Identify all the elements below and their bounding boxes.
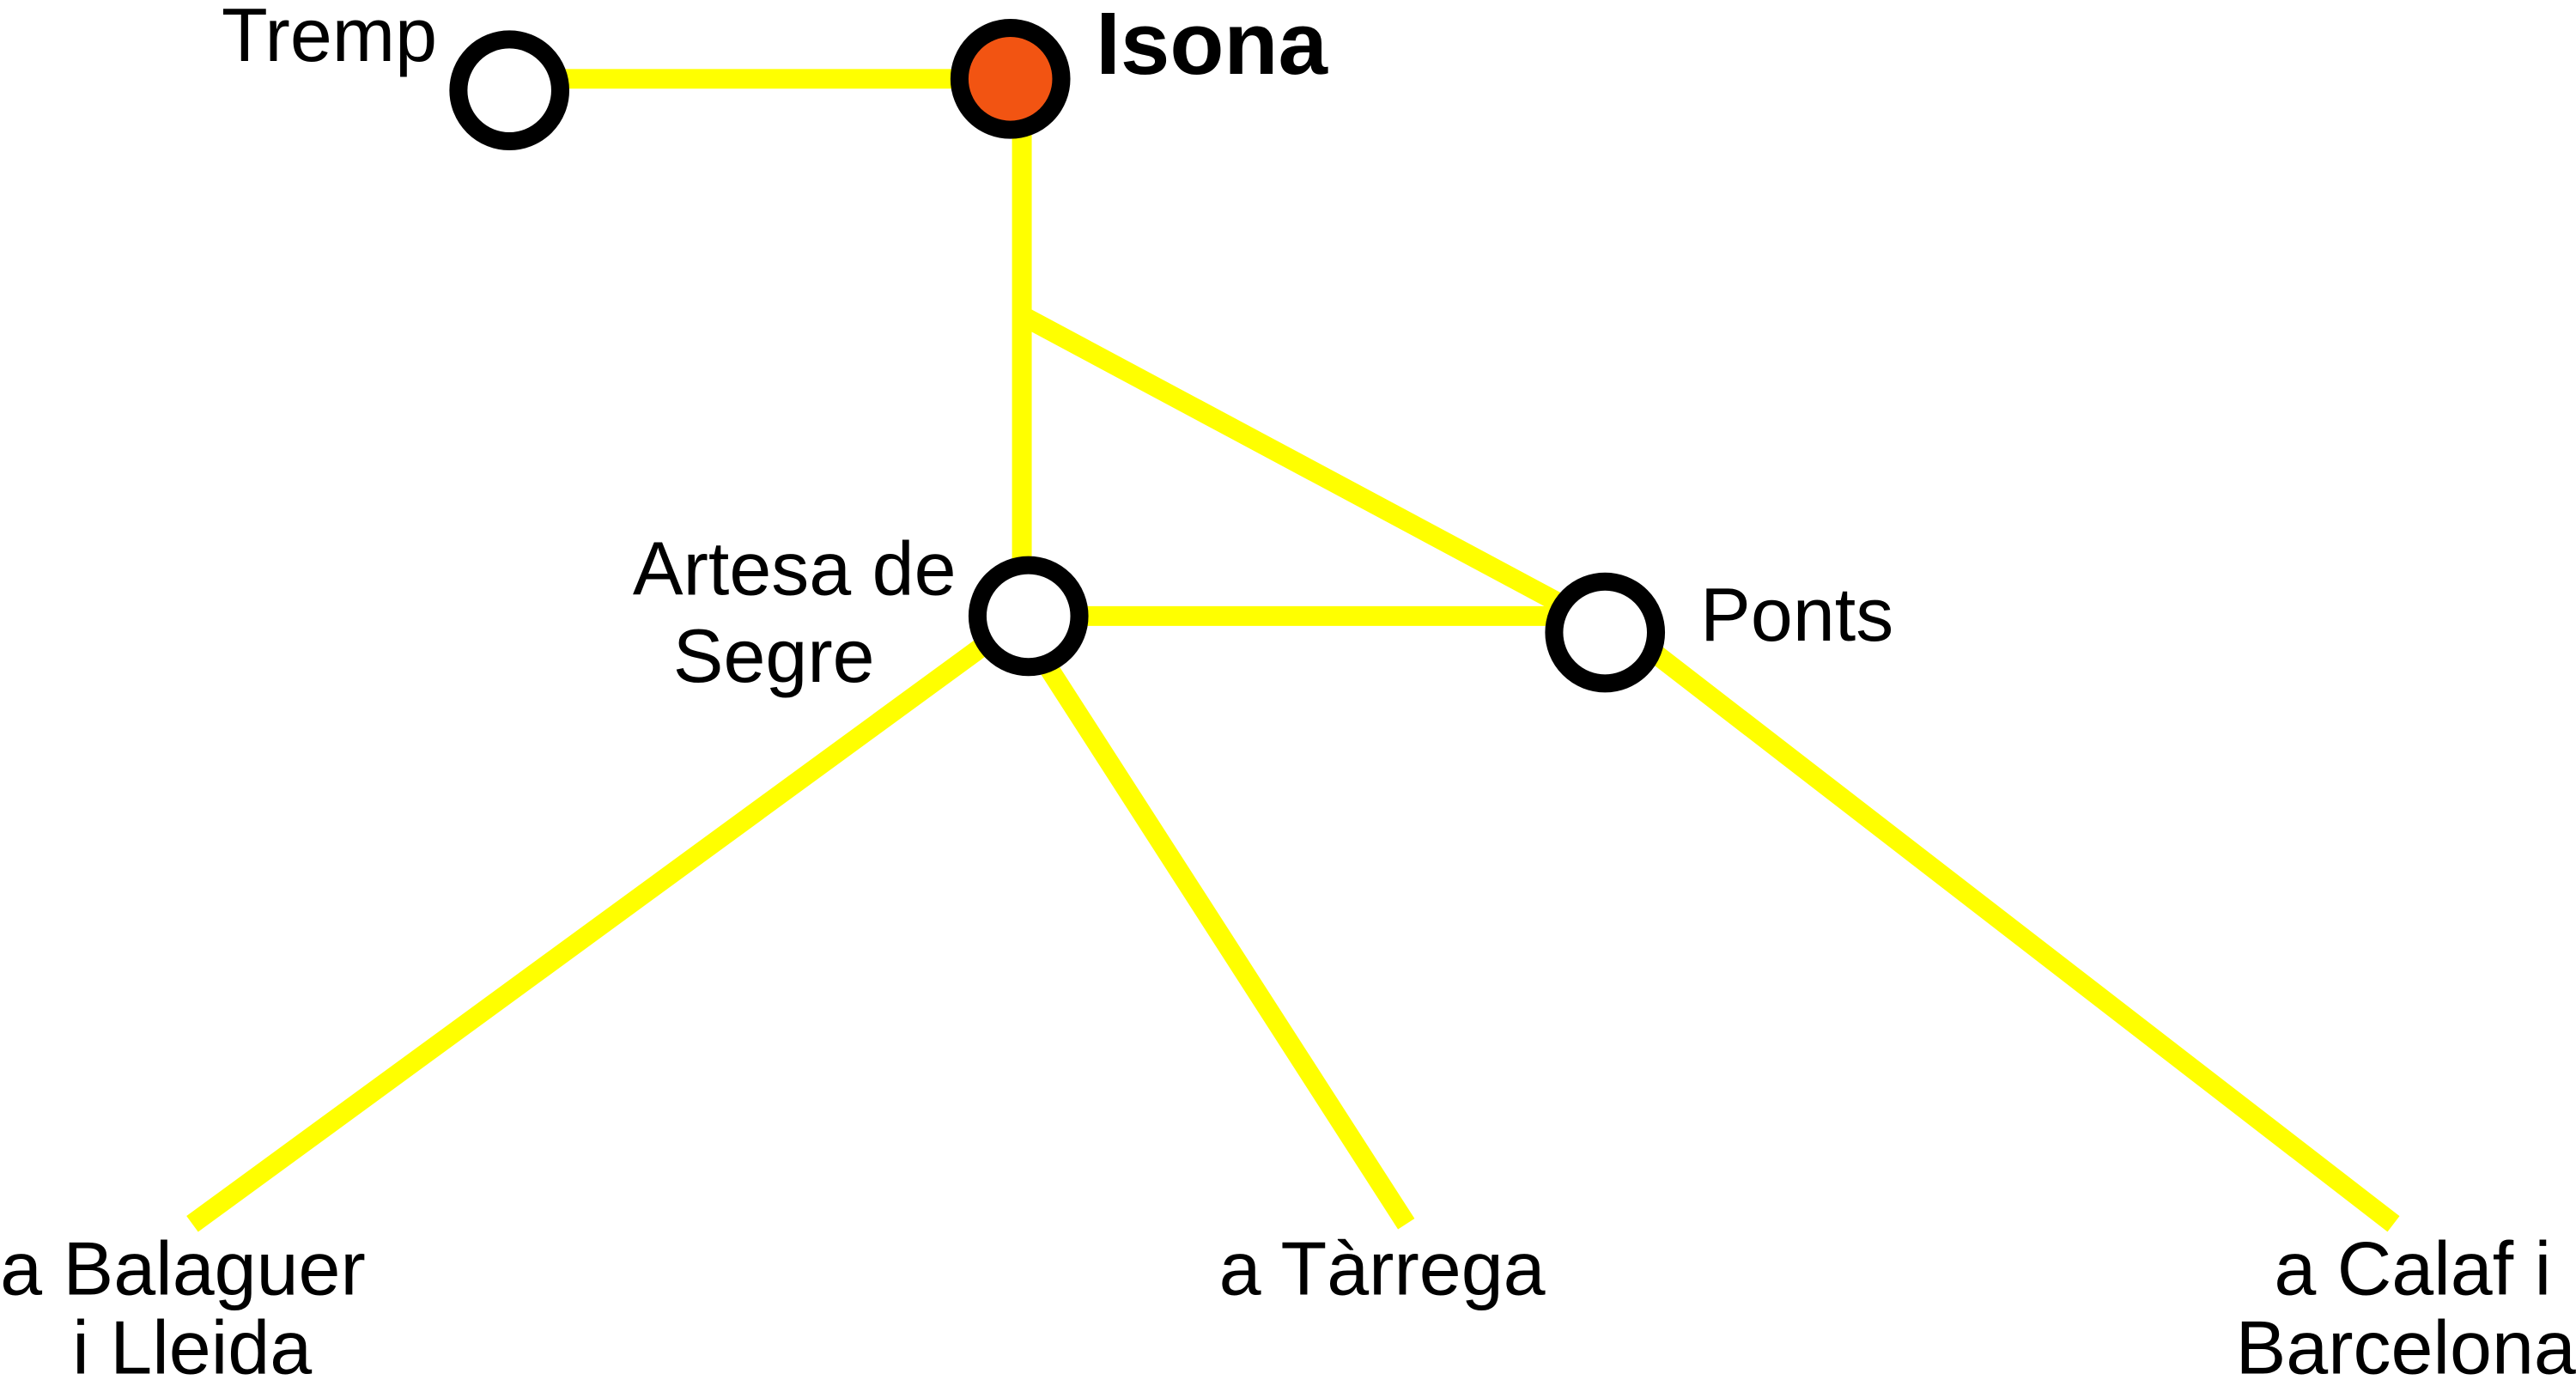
station-artesa-label-line2: Segre [673,613,875,698]
track-junction-ponts [1017,307,1610,636]
destination-calaf-line1: a Calaf i [2274,1226,2551,1311]
station-tremp-marker[interactable] [449,30,570,151]
track-to-tarrega [1033,652,1415,1230]
destination-calaf-line2: Barcelona [2236,1304,2576,1380]
station-artesa-marker[interactable] [968,556,1089,677]
station-isona-label: Isona [1096,0,1328,93]
track-to-balaguer [186,635,992,1232]
station-tremp-label: Tremp [222,0,437,77]
destination-balaguer-line2: i Lleida [72,1304,312,1380]
station-isona-marker[interactable] [950,19,1071,139]
track-lines [186,69,2400,1232]
destination-balaguer-line1: a Balaguer [0,1226,366,1311]
station-ponts-marker[interactable] [1545,572,1666,693]
track-to-calaf [1637,635,2400,1232]
destination-tarrega: a Tàrrega [1219,1226,1546,1311]
station-ponts-label: Ponts [1700,572,1893,657]
station-artesa-label-line1: Artesa de [633,526,957,611]
